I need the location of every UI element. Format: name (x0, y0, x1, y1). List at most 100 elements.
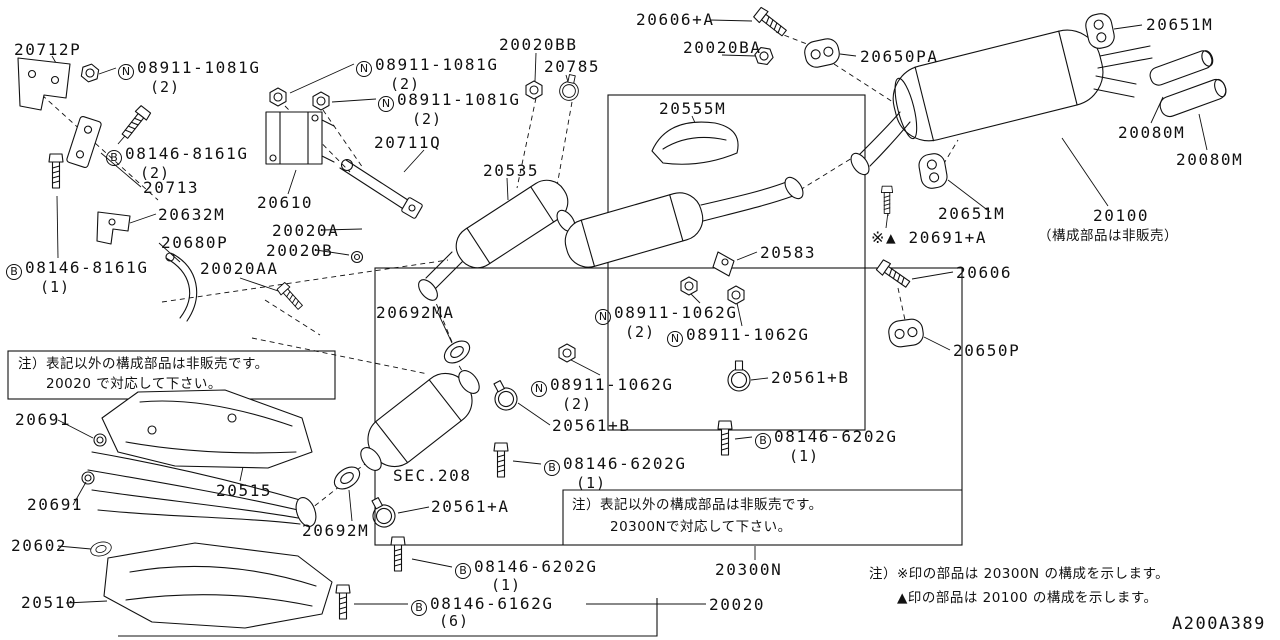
label-20650PA: 20650PA (860, 47, 939, 66)
qty-08911-1081G-1: (2) (150, 78, 181, 96)
circled-b-icon: B (544, 460, 560, 476)
qty-08146-6162G: (6) (439, 612, 470, 630)
tail-tip-20080M (1149, 50, 1214, 86)
exhaust-manifold-assembly (81, 389, 333, 629)
label-20020A: 20020A (272, 221, 340, 240)
front-pipe-20535 (455, 179, 569, 269)
rear-muffler-20100 (850, 11, 1227, 349)
tail-tip-20080M (1159, 78, 1227, 118)
bracket-20711Q (339, 158, 423, 219)
flange (418, 279, 438, 301)
flange (784, 176, 804, 200)
flange (458, 370, 480, 394)
heat-shield-20515 (101, 389, 313, 469)
label-20561B-1: 20561+B (771, 368, 850, 387)
circled-b-icon: B (106, 150, 122, 166)
label-20606: 20606 (956, 263, 1013, 282)
bracket-20632M (96, 211, 131, 245)
rear-pipe (700, 180, 794, 222)
inlet-flange (850, 152, 870, 176)
label-20680P: 20680P (161, 233, 229, 252)
label-20713: 20713 (143, 178, 200, 197)
label-20020B: 20020B (266, 241, 334, 260)
circled-n-icon: N (118, 64, 134, 80)
qty-08911-1081G-2: (2) (390, 75, 421, 93)
label-20691-1: 20691 (15, 410, 72, 429)
label-20712P: 20712P (14, 40, 82, 59)
qty-08911-1062G-3: (2) (562, 395, 593, 413)
circled-n-icon: N (531, 381, 547, 397)
center-exhaust-assembly (418, 121, 804, 478)
label-20535: 20535 (483, 161, 540, 180)
circled-b-icon: B (455, 563, 471, 579)
header-pipe (97, 509, 301, 525)
note-br-1: 注）※印の部品は 20300N の構成を示します。 (869, 566, 1170, 582)
note-br-2: ▲印の部品は 20100 の構成を示します。 (897, 590, 1158, 606)
qty-08146-6202G-3: (1) (491, 576, 522, 594)
label-20610: 20610 (257, 193, 314, 212)
note-right-1: 注）表記以外の構成部品は非販売です。 (572, 497, 823, 513)
circled-n-icon: N (356, 61, 372, 77)
qty-08146-8161G-a: (2) (140, 164, 171, 182)
label-20632M: 20632M (158, 205, 226, 224)
qty-08146-6202G-1: (1) (789, 447, 820, 465)
heat-shield-20555M (651, 121, 739, 165)
label-20020BA: 20020BA (683, 38, 762, 57)
label-20020BB: 20020BB (499, 35, 578, 54)
resonator (564, 192, 704, 268)
label-20561B-2: 20561+B (552, 416, 631, 435)
label-20785: 20785 (544, 57, 601, 76)
label-20561A: 20561+A (431, 497, 510, 516)
note-left-2: 20020 で対応して下さい。 (46, 376, 222, 392)
label-20020: 20020 (709, 595, 766, 614)
circled-n-icon: N (667, 331, 683, 347)
label-20080M-1: 20080M (1118, 123, 1186, 142)
note-right-2: 20300Nで対応して下さい。 (610, 519, 792, 535)
label-20100: 20100 (1093, 206, 1150, 225)
label-20555M: 20555M (659, 99, 727, 118)
gasket-20691 (93, 433, 107, 447)
label-20650P: 20650P (953, 341, 1021, 360)
qty-08911-1081G-3: (2) (412, 110, 443, 128)
label-20300N: 20300N (715, 560, 783, 579)
label-20510: 20510 (21, 593, 78, 612)
label-sec208: SEC.208 (393, 466, 472, 485)
collector-flange (295, 497, 317, 527)
circled-b-icon: B (755, 433, 771, 449)
label-20020AA: 20020AA (200, 259, 279, 278)
catalyst-sec208 (329, 370, 480, 620)
drawing-number: A200A389 (1172, 614, 1266, 634)
circled-n-icon: N (378, 96, 394, 112)
header-pipe (91, 451, 301, 501)
label-20691-2: 20691 (27, 495, 84, 514)
outlet-pipe (1097, 45, 1153, 69)
circled-n-icon: N (595, 309, 611, 325)
heat-shield-20510 (103, 542, 333, 629)
inlet-pipe (857, 111, 911, 167)
header-pipe (91, 489, 299, 519)
circled-b-icon: B (6, 264, 22, 280)
bracket-20713 (66, 116, 102, 168)
washer-20020B (350, 250, 364, 264)
label-20651M-2: 20651M (938, 204, 1006, 223)
label-20606A: 20606+A (636, 10, 715, 29)
bracket-20610 (265, 111, 335, 165)
gasket-20691 (81, 471, 95, 485)
note-20100: （構成部品は非販売） (1038, 228, 1178, 244)
qty-08146-8161G-b: (1) (40, 278, 71, 296)
